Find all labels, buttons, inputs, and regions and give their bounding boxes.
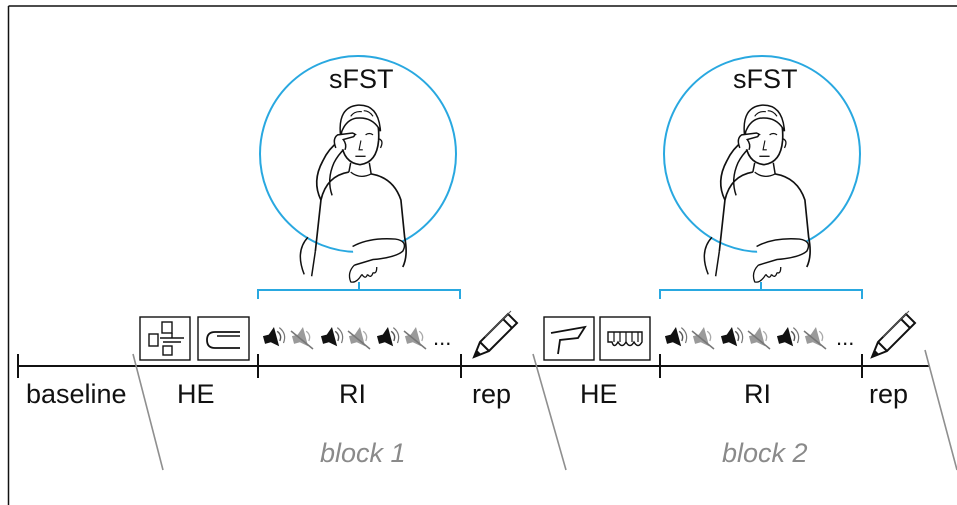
building-blocks-icon [139,316,191,361]
separator-1 [132,353,164,471]
segment-baseline: baseline [26,379,127,409]
ellipsis-2: ... [836,325,855,350]
signer-label-2: sFST [733,64,798,94]
sound-off-icon [746,326,771,351]
sound-on-icon [260,326,288,351]
segment-ri-1: RI [339,379,366,409]
sound-on-icon [718,326,746,351]
curved-shape-icon [197,316,250,361]
angled-shape-icon [543,316,595,361]
segment-rep-2: rep [869,379,909,409]
bracket-ri1 [257,282,461,299]
segment-rep-1: rep [472,379,512,409]
signer-figure-2 [703,104,811,283]
sound-off-icon [802,326,827,351]
segment-ri-2: RI [744,379,771,409]
block-label-2: block 2 [722,438,808,468]
sound-on-icon [318,326,346,351]
sound-on-icon [374,326,402,351]
ellipsis-1: ... [433,325,452,350]
segment-he-1: HE [177,379,215,409]
segment-he-2: HE [580,379,618,409]
block-separators [132,349,957,471]
sound-off-icon [402,326,427,351]
pencil-icon [473,310,518,358]
separator-2 [532,353,567,471]
stimulus-sequence-2 [662,326,827,351]
sound-off-icon [346,326,371,351]
sound-on-icon [774,326,802,351]
pencil-icon [871,310,916,358]
separator-3 [924,349,957,471]
signer-figure-1 [299,104,407,283]
sound-off-icon [690,326,715,351]
sound-off-icon [289,326,314,351]
stimulus-sequence-1 [260,326,427,351]
signer-label-1: sFST [329,64,394,94]
block-label-1: block 1 [320,438,406,468]
bracket-ri2 [659,282,863,299]
timeline-ticks [17,354,863,378]
sound-on-icon [662,326,690,351]
teeth-icon [599,316,651,361]
